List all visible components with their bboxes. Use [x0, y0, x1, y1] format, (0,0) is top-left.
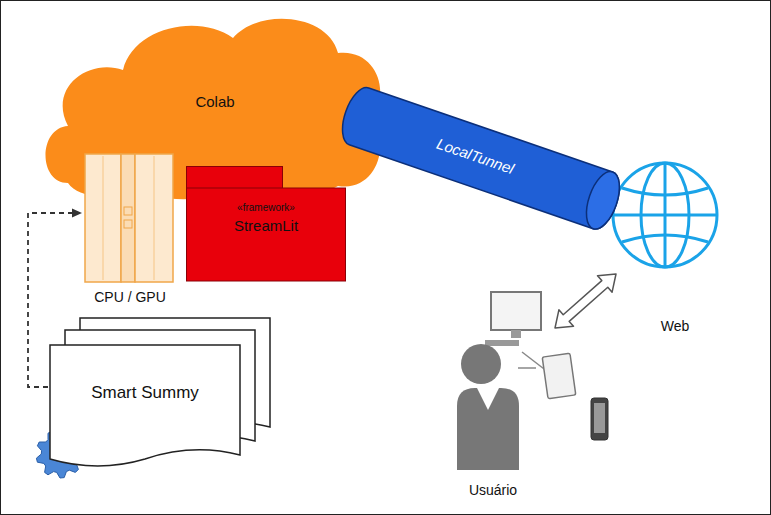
- node-label: StreamLit: [186, 217, 346, 234]
- node-label: Colab: [165, 93, 265, 110]
- server-icon: CPU / GPU: [82, 152, 178, 310]
- node-label: «framework»: [186, 202, 346, 214]
- node-label: Usuário: [455, 482, 531, 498]
- mobile-devices: [518, 352, 608, 440]
- user-icon: Usuário: [455, 288, 552, 470]
- connector: [555, 274, 616, 328]
- server-icon-shape: [82, 152, 178, 310]
- document-stack: Smart Summy: [48, 315, 273, 460]
- node-label: CPU / GPU: [82, 289, 178, 305]
- framework-package: «framework» StreamLit: [186, 166, 346, 282]
- node-label: Smart Summy: [50, 383, 240, 403]
- globe-icon-shape: [610, 160, 720, 270]
- globe-icon: Web: [610, 160, 720, 270]
- user-icon-shape: [455, 288, 552, 470]
- node-label: Web: [640, 318, 710, 334]
